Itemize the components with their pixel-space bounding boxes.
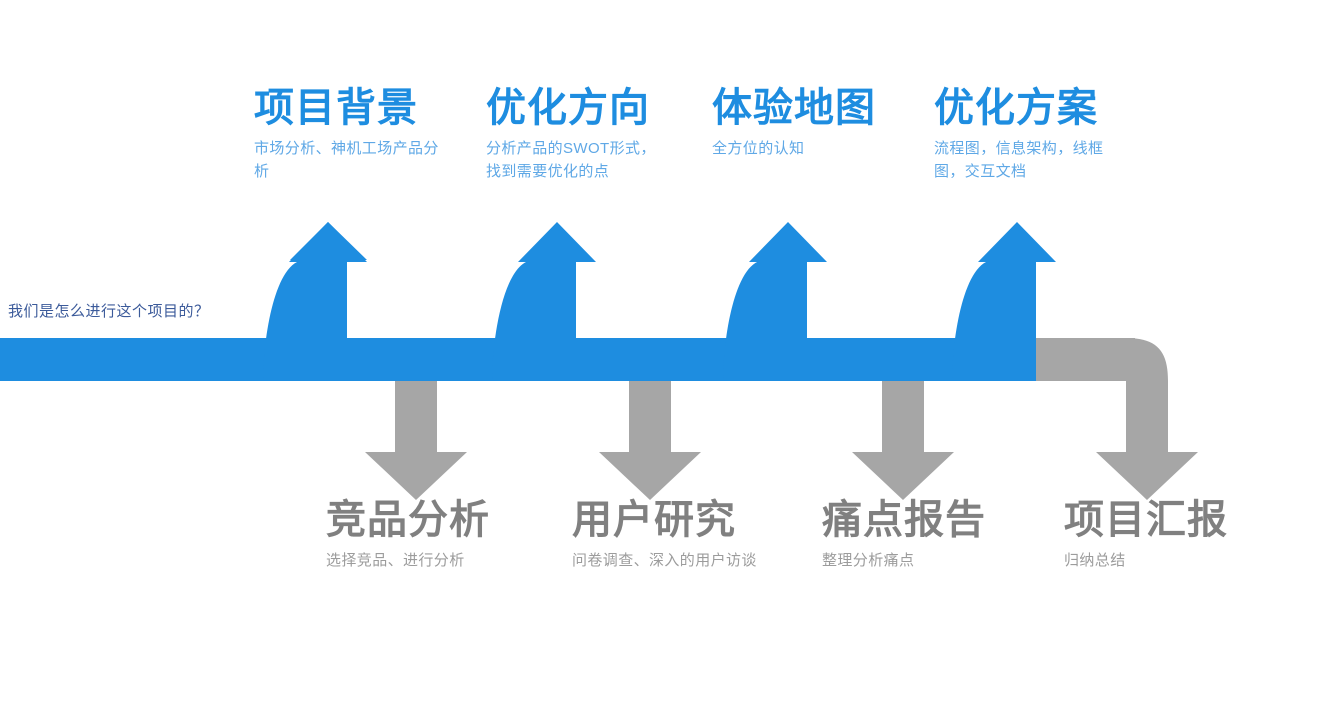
lower-node-3-title: 项目汇报 xyxy=(1064,498,1228,542)
gray-branch-4 xyxy=(1031,338,1198,500)
upper-node-2: 体验地图 全方位的认知 xyxy=(712,86,912,160)
lower-node-0: 竞品分析 选择竞品、进行分析 xyxy=(326,498,536,572)
upper-node-3-title: 优化方案 xyxy=(934,86,1098,130)
blue-branch-4 xyxy=(952,260,1036,381)
upper-node-0: 项目背景 市场分析、神机工场产品分析 xyxy=(254,86,454,183)
upper-node-2-subtitle: 全方位的认知 xyxy=(712,139,805,157)
lower-node-2: 痛点报告 整理分析痛点 xyxy=(822,498,1022,572)
lower-node-1-title: 用户研究 xyxy=(572,498,736,542)
lower-node-2-subtitle: 整理分析痛点 xyxy=(822,551,915,569)
lower-node-0-title: 竞品分析 xyxy=(326,498,490,542)
blue-arrowhead-2 xyxy=(518,222,596,262)
upper-node-2-title: 体验地图 xyxy=(712,86,876,130)
blue-branch-1-curve xyxy=(263,260,347,381)
upper-node-0-subtitle: 市场分析、神机工场产品分析 xyxy=(254,139,439,181)
lower-node-3: 项目汇报 归纳总结 xyxy=(1064,498,1264,572)
upper-node-3: 优化方案 流程图，信息架构，线框图，交互文档 xyxy=(934,86,1124,183)
upper-node-0-title: 项目背景 xyxy=(254,86,418,130)
lower-node-1: 用户研究 问卷调查、深入的用户访谈 xyxy=(572,498,758,572)
blue-upward-branches xyxy=(0,222,1056,381)
blue-arrowhead-1 xyxy=(289,222,367,262)
blue-branch-2 xyxy=(492,260,576,381)
upper-node-1: 优化方向 分析产品的SWOT形式，找到需要优化的点 xyxy=(486,86,664,183)
upper-node-3-subtitle: 流程图，信息架构，线框图，交互文档 xyxy=(934,139,1104,181)
blue-arrowhead-3 xyxy=(749,222,827,262)
upper-node-1-title: 优化方向 xyxy=(486,86,650,130)
blue-branch-3 xyxy=(723,260,807,381)
lower-node-2-title: 痛点报告 xyxy=(822,498,986,542)
intro-question-text: 我们是怎么进行这个项目的？ xyxy=(8,303,210,320)
blue-arrowhead-4 xyxy=(978,222,1056,262)
lower-node-3-subtitle: 归纳总结 xyxy=(1064,551,1126,569)
lower-node-1-subtitle: 问卷调查、深入的用户访谈 xyxy=(572,551,757,569)
lower-node-0-subtitle: 选择竞品、进行分析 xyxy=(326,551,465,569)
upper-node-1-subtitle: 分析产品的SWOT形式，找到需要优化的点 xyxy=(486,139,656,181)
